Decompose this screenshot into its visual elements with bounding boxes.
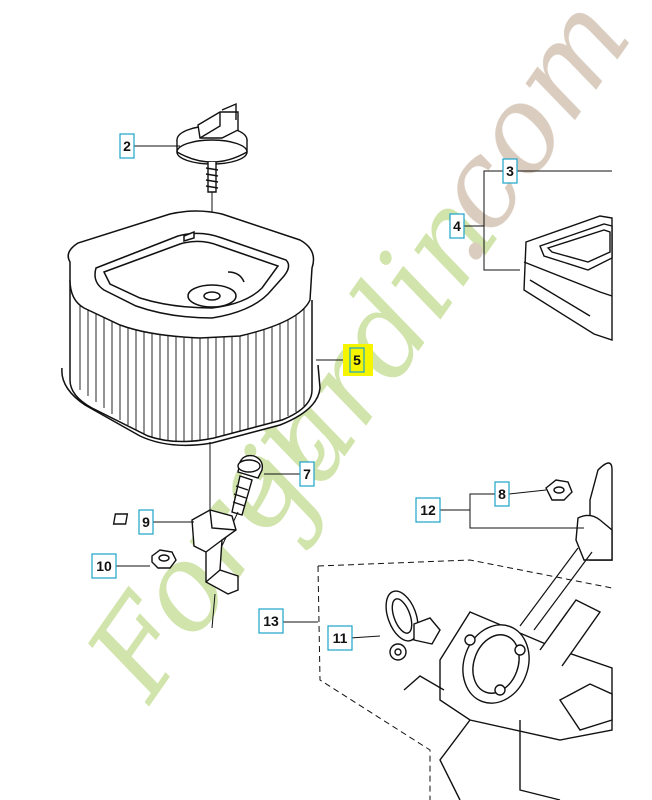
callout-9-label: 9 bbox=[142, 514, 150, 530]
part-2-knob bbox=[176, 102, 248, 193]
part-8-nut bbox=[545, 479, 573, 501]
callout-5-label: 5 bbox=[353, 352, 361, 368]
callout-2[interactable]: 2 bbox=[119, 133, 135, 159]
callout-12-label: 12 bbox=[420, 502, 436, 518]
part-10-nut bbox=[151, 549, 177, 569]
callout-3-label: 3 bbox=[506, 163, 514, 179]
leader-9-axis bbox=[211, 593, 216, 629]
callout-7[interactable]: 7 bbox=[299, 461, 315, 487]
callout-9[interactable]: 9 bbox=[138, 509, 154, 535]
callout-2-label: 2 bbox=[123, 138, 131, 154]
callout-10-label: 10 bbox=[96, 558, 112, 574]
callout-4[interactable]: 4 bbox=[449, 213, 465, 239]
callout-8-label: 8 bbox=[498, 486, 506, 502]
part-11-carburettor bbox=[385, 590, 613, 800]
callout-10[interactable]: 10 bbox=[91, 553, 117, 579]
callout-12[interactable]: 12 bbox=[415, 497, 441, 523]
leader-12-shaft-2 bbox=[533, 551, 593, 631]
part-12-manifold bbox=[575, 462, 613, 561]
callout-7-label: 7 bbox=[303, 466, 311, 482]
leader-lines bbox=[116, 145, 612, 639]
part-3-4-cover bbox=[523, 215, 613, 341]
callout-13-label: 13 bbox=[263, 613, 279, 629]
callout-11[interactable]: 11 bbox=[327, 625, 353, 651]
callout-5-highlighted[interactable]: 5 bbox=[343, 344, 373, 376]
part-5-air-filter bbox=[61, 210, 321, 447]
callout-3[interactable]: 3 bbox=[502, 158, 518, 184]
callout-11-label: 11 bbox=[333, 630, 348, 646]
leader-12-shaft bbox=[519, 547, 579, 627]
group-13-boundary bbox=[317, 559, 613, 800]
callout-13[interactable]: 13 bbox=[258, 608, 284, 634]
part-7-bolt bbox=[231, 454, 264, 516]
callout-4-label: 4 bbox=[453, 218, 461, 234]
callout-8[interactable]: 8 bbox=[494, 481, 510, 507]
part-9-bracket bbox=[112, 509, 239, 595]
